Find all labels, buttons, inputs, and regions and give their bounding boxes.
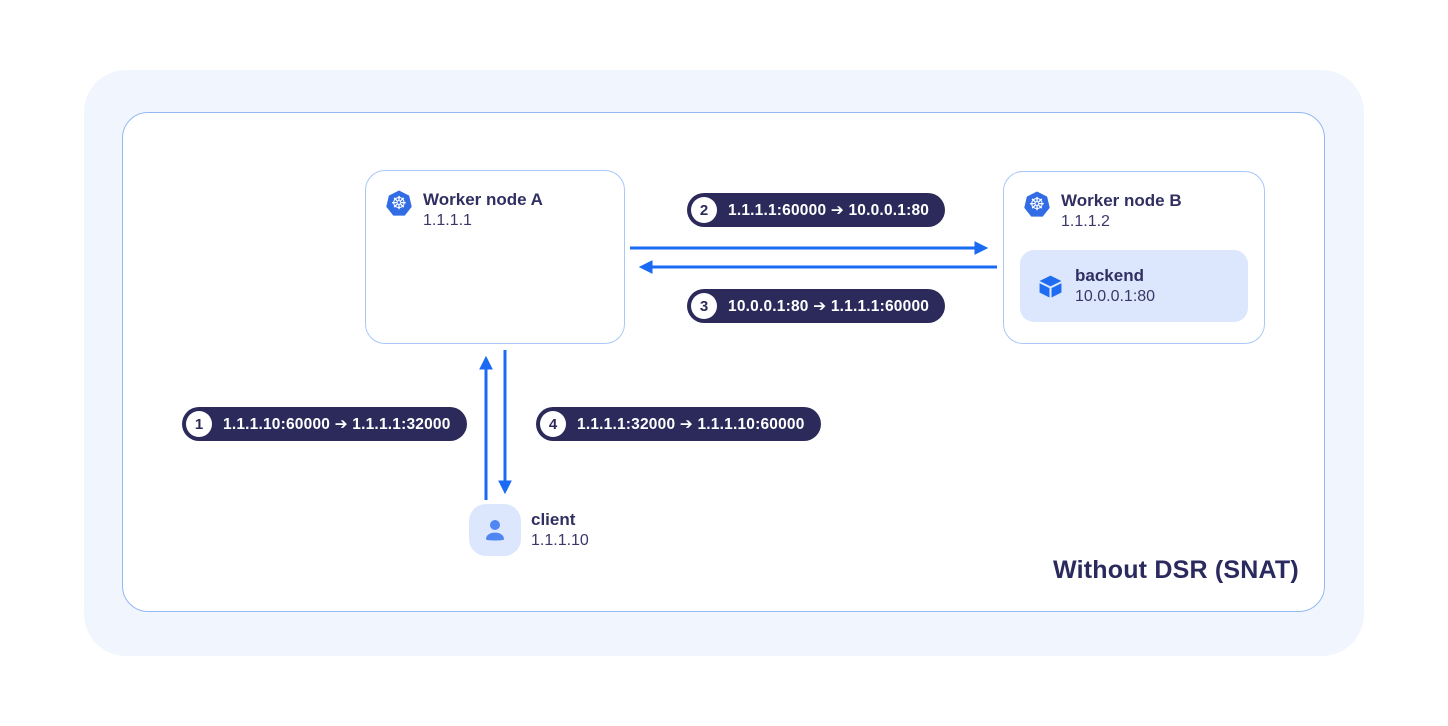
worker-node-b-ip: 1.1.1.2: [1061, 213, 1110, 231]
client-ip: 1.1.1.10: [531, 532, 589, 550]
kubernetes-icon: ☸: [1024, 191, 1050, 217]
client-avatar: [469, 504, 521, 556]
step-flow-text: 1.1.1.1:60000 ➔ 10.0.0.1:80: [728, 201, 930, 219]
step-pill-1: 1 1.1.1.10:60000 ➔ 1.1.1.1:32000: [182, 407, 467, 441]
step-number-badge: 1: [186, 411, 212, 437]
worker-node-a-box: ☸ Worker node A 1.1.1.1: [365, 170, 625, 344]
worker-node-a-title: Worker node A: [423, 190, 543, 209]
step-pill-4: 4 1.1.1.1:32000 ➔ 1.1.1.10:60000: [536, 407, 821, 441]
step-number-badge: 2: [691, 197, 717, 223]
step-pill-3: 3 10.0.0.1:80 ➔ 1.1.1.1:60000: [687, 289, 946, 323]
cube-icon: [1039, 275, 1062, 297]
worker-node-b-header: ☸ Worker node B 1.1.1.2: [1024, 190, 1244, 233]
step-number-badge: 3: [691, 293, 717, 319]
backend-pod-box: backend 10.0.0.1:80: [1020, 250, 1248, 322]
client-name: client: [531, 510, 576, 529]
worker-node-a-header: ☸ Worker node A 1.1.1.1: [386, 189, 604, 232]
worker-node-b-title: Worker node B: [1061, 191, 1182, 210]
backend-address: 10.0.0.1:80: [1075, 287, 1156, 305]
diagram-title: Without DSR (SNAT): [1053, 556, 1299, 584]
step-flow-text: 10.0.0.1:80 ➔ 1.1.1.1:60000: [728, 297, 930, 315]
step-flow-text: 1.1.1.1:32000 ➔ 1.1.1.10:60000: [577, 415, 805, 433]
kubernetes-icon: ☸: [386, 190, 412, 216]
backend-name: backend: [1075, 265, 1144, 285]
person-icon: [486, 520, 504, 541]
step-number-badge: 4: [540, 411, 566, 437]
step-flow-text: 1.1.1.10:60000 ➔ 1.1.1.1:32000: [223, 415, 451, 433]
step-pill-2: 2 1.1.1.1:60000 ➔ 10.0.0.1:80: [687, 193, 946, 227]
worker-node-a-ip: 1.1.1.1: [423, 212, 472, 230]
client-label: client 1.1.1.10: [531, 509, 589, 552]
